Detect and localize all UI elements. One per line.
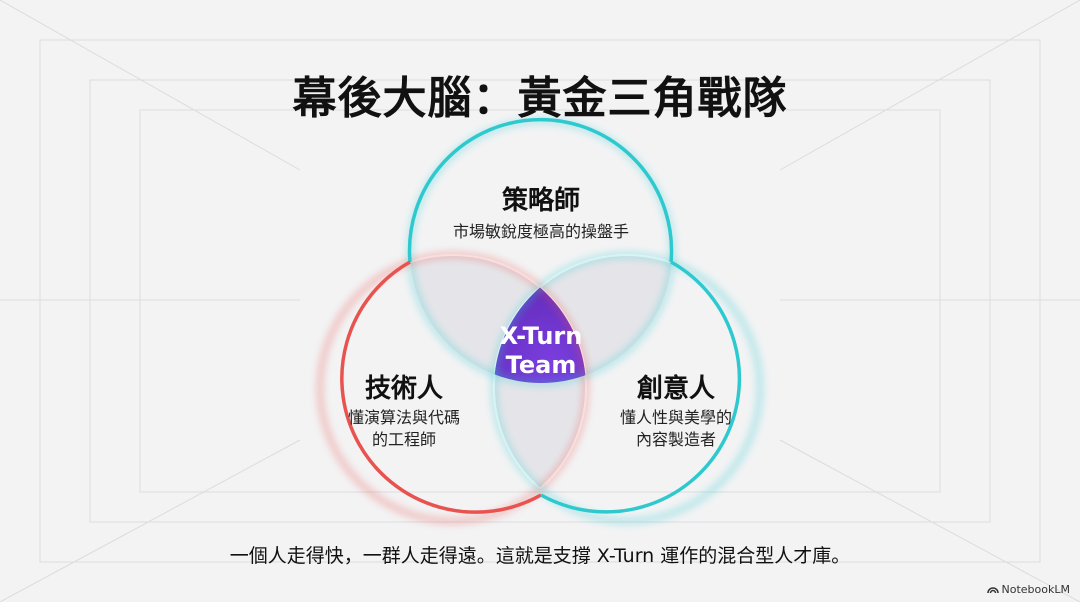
role-name: 創意人 bbox=[636, 374, 715, 404]
circle-creative bbox=[540, 260, 742, 514]
role-desc: 懂演算法與代碼 bbox=[347, 408, 460, 427]
role-desc: 內容製造者 bbox=[635, 430, 716, 449]
circle-tech-glow bbox=[317, 252, 589, 524]
brand-watermark: NotebookLM bbox=[986, 583, 1070, 596]
circle-strategist bbox=[407, 117, 674, 263]
role-desc: 的工程師 bbox=[371, 430, 436, 449]
role-tech: 技術人 懂演算法與代碼 的工程師 bbox=[334, 368, 474, 451]
brand-name: NotebookLM bbox=[1001, 583, 1070, 596]
center-label: X-Turn Team bbox=[471, 322, 611, 380]
center-line2: Team bbox=[505, 351, 577, 379]
role-name: 策略師 bbox=[501, 186, 580, 216]
page-title: 幕後大腦：黃金三角戰隊 bbox=[292, 73, 788, 124]
notebooklm-logo-icon bbox=[986, 587, 999, 594]
role-name: 技術人 bbox=[364, 374, 443, 404]
role-desc: 市場敏銳度極高的操盤手 bbox=[452, 222, 629, 241]
role-desc: 懂人性與美學的 bbox=[619, 408, 732, 427]
circle-tech bbox=[340, 260, 542, 514]
caption: 一個人走得快，一群人走得遠。這就是支撐 X-Turn 運作的混合型人才庫。 bbox=[229, 545, 851, 567]
role-strategist: 策略師 市場敏銳度極高的操盤手 bbox=[421, 180, 661, 243]
role-creative: 創意人 懂人性與美學的 內容製造者 bbox=[606, 368, 746, 451]
circle-creative-glow bbox=[491, 252, 763, 524]
center-line1: X-Turn bbox=[499, 322, 583, 350]
